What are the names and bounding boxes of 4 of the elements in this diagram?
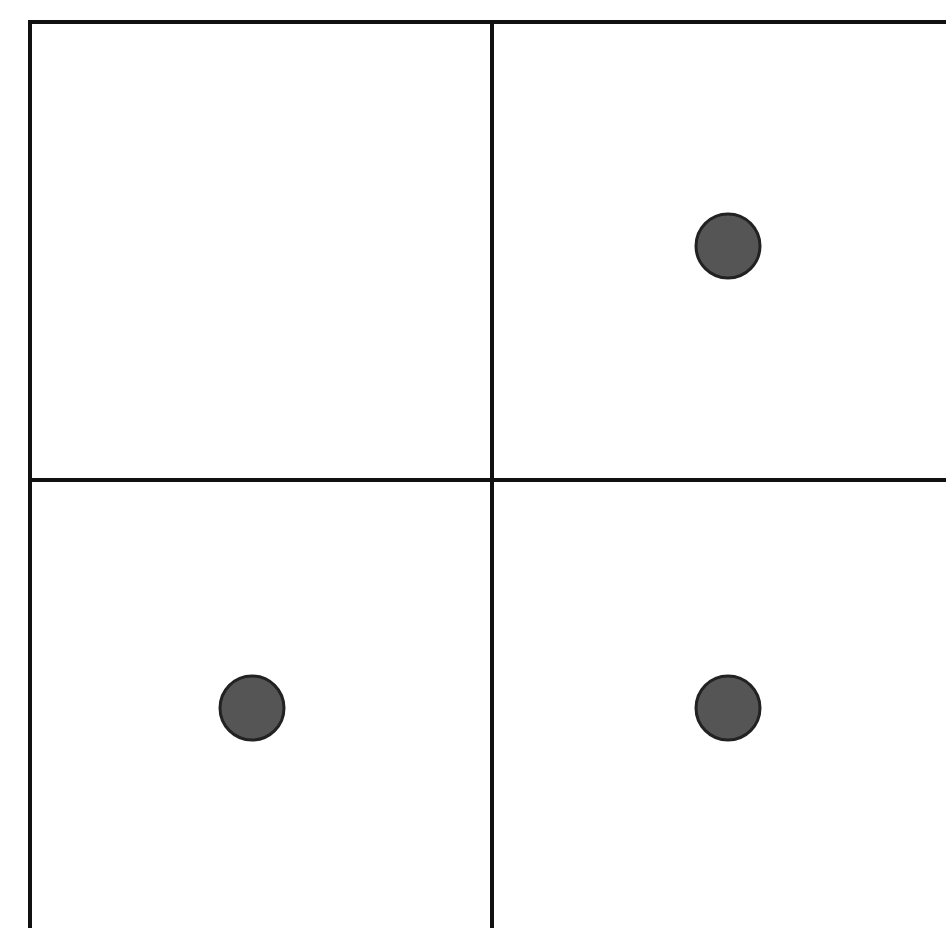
dot [694,212,762,280]
dot [694,674,762,742]
grid-cell [28,20,494,482]
dot [218,674,286,742]
